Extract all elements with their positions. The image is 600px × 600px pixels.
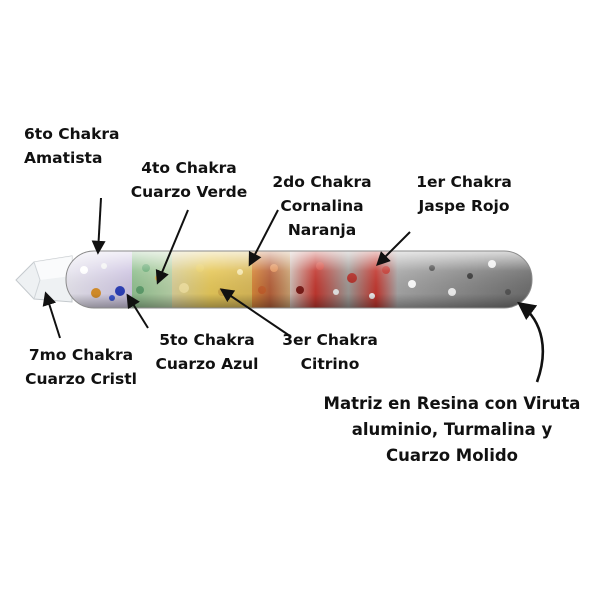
label-matrix-line2: aluminio, Turmalina y	[351, 420, 553, 439]
label-chakra4-line1: 4to Chakra	[141, 159, 237, 177]
label-chakra2-line3: Naranja	[287, 221, 357, 239]
wand	[15, 250, 533, 309]
arrow-chakra6	[91, 197, 106, 255]
label-chakra2-line2: Cornalina	[280, 197, 364, 215]
label-chakra1-line2: Jaspe Rojo	[418, 197, 510, 215]
label-chakra1-line1: 1er Chakra	[416, 173, 512, 191]
arrow-chakra7	[42, 291, 61, 339]
label-chakra3-line2: Citrino	[300, 355, 360, 373]
arrow-chakra3	[219, 288, 291, 337]
label-matrix: Matriz en Resina con Viruta aluminio, Tu…	[316, 391, 588, 469]
label-matrix-line1: Matriz en Resina con Viruta	[323, 394, 581, 413]
label-chakra5-line1: 5to Chakra	[159, 331, 255, 349]
label-chakra7-line1: 7mo Chakra	[28, 346, 134, 364]
label-chakra7: 7mo Chakra Cuarzo Cristl	[14, 343, 148, 391]
label-chakra7-line2: Cuarzo Cristl	[25, 370, 137, 388]
label-chakra2-line1: 2do Chakra	[272, 173, 372, 191]
label-chakra3-line1: 3er Chakra	[282, 331, 378, 349]
label-chakra6-line1: 6to Chakra	[24, 125, 120, 143]
label-chakra3: 3er Chakra Citrino	[276, 328, 384, 376]
label-chakra4: 4to Chakra Cuarzo Verde	[128, 156, 250, 204]
arrows	[42, 197, 545, 383]
label-chakra6-line2: Amatista	[24, 149, 103, 167]
label-chakra1: 1er Chakra Jaspe Rojo	[408, 170, 520, 218]
label-chakra5: 5to Chakra Cuarzo Azul	[148, 328, 266, 376]
arrow-chakra2	[248, 209, 279, 267]
label-chakra6: 6to Chakra Amatista	[24, 122, 120, 170]
arrow-chakra1	[376, 231, 411, 266]
label-chakra2: 2do Chakra Cornalina Naranja	[264, 170, 380, 242]
arrow-chakra5	[126, 293, 149, 329]
arrow-chakra4	[155, 209, 189, 285]
label-chakra4-line2: Cuarzo Verde	[130, 183, 248, 201]
label-chakra5-line2: Cuarzo Azul	[155, 355, 259, 373]
arrow-matrix	[517, 301, 545, 383]
label-matrix-line3: Cuarzo Molido	[385, 446, 519, 465]
